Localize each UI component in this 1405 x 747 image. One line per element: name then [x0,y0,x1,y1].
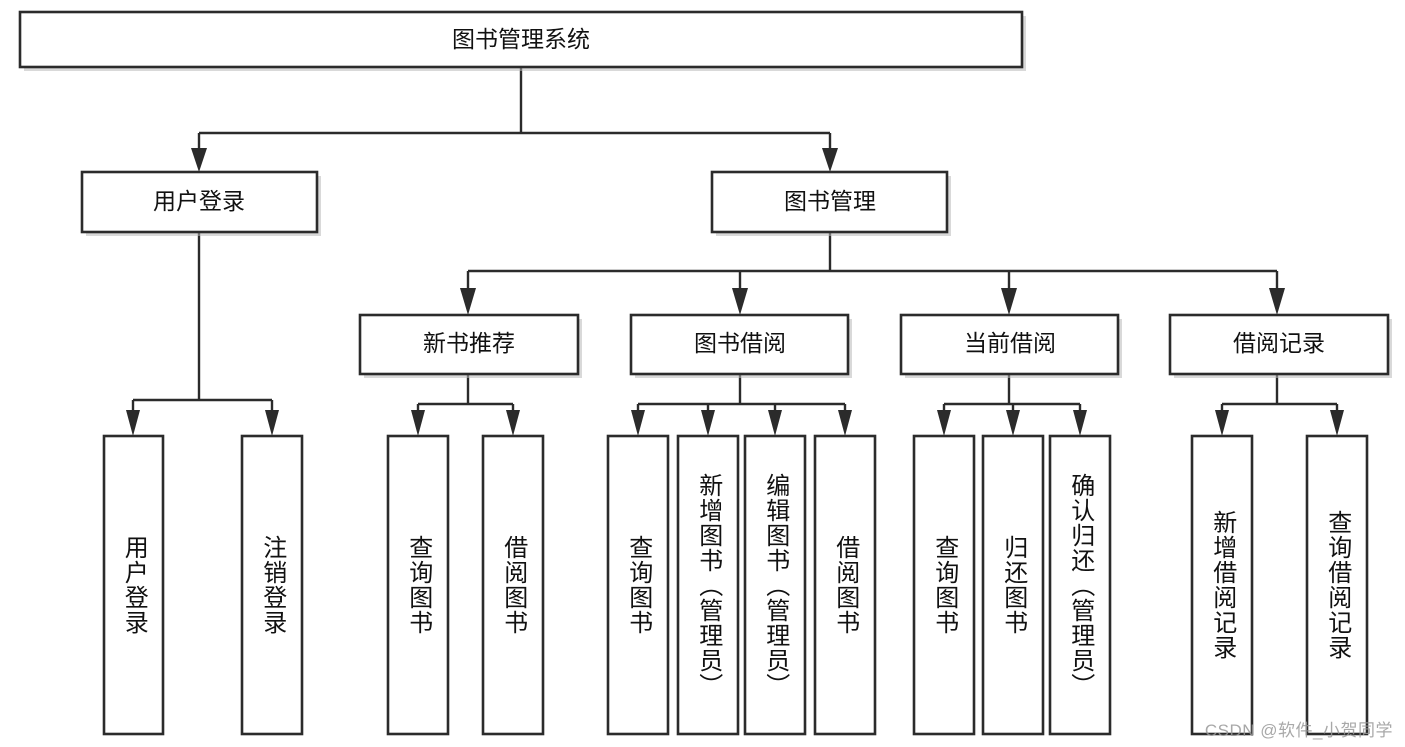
arrow-head-leaf-confirm-return [1073,410,1087,436]
arrow-head-leaf-query-record [1330,410,1344,436]
node-current-borrow-box[interactable] [899,313,1120,376]
node-root-label: 图书管理系统 [452,26,590,52]
leaf-box-query-record[interactable] [1305,434,1369,736]
node-user-login-box[interactable] [80,170,319,234]
arrow-head-leaf-logout [265,410,279,436]
node-book-borrow-box[interactable] [629,313,850,376]
node-current-borrow[interactable]: 当前借阅 [899,313,1120,376]
node-borrow-record-label: 借阅记录 [1233,330,1325,356]
node-book-management[interactable]: 图书管理 [710,170,949,234]
leaf-box-edit-book[interactable] [743,434,807,736]
leaf-box-layer[interactable] [102,434,1369,736]
leaf-box-add-record[interactable] [1190,434,1254,736]
arrow-head-leaf-user-login [126,410,140,436]
node-user-login[interactable]: 用户登录 [80,170,319,234]
arrow-head-leaf-borrow-book-1 [506,410,520,436]
leaf-box-confirm-return[interactable] [1048,434,1112,736]
node-root[interactable]: 图书管理系统 [18,10,1024,69]
node-book-management-box[interactable] [710,170,949,234]
leaf-box-user-login[interactable] [102,434,165,736]
arrow-head-leaf-add-record [1215,410,1229,436]
leaf-box-add-book[interactable] [676,434,740,736]
connector-layer [126,67,1344,436]
node-book-borrow-label: 图书借阅 [694,330,786,356]
leaf-box-return-book[interactable] [981,434,1045,736]
leaf-box-borrow-book-1[interactable] [481,434,545,736]
arrow-head-leaf-return-book [1006,410,1020,436]
arrow-head-borrow-record [1269,288,1285,315]
leaf-box-logout[interactable] [240,434,304,736]
node-book-management-label: 图书管理 [784,188,876,214]
node-user-login-label: 用户登录 [153,188,245,214]
arrow-head-leaf-query-book-2 [631,410,645,436]
leaf-box-query-book-3[interactable] [912,434,976,736]
node-new-book-recommend-label: 新书推荐 [423,330,515,356]
node-new-book-recommend[interactable]: 新书推荐 [358,313,580,376]
node-borrow-record-box[interactable] [1168,313,1390,376]
arrow-head-new-book-recommend [460,288,476,315]
node-current-borrow-label: 当前借阅 [964,330,1056,356]
node-new-book-recommend-box[interactable] [358,313,580,376]
arrow-head-leaf-add-book [701,410,715,436]
arrow-head-leaf-borrow-book-2 [838,410,852,436]
arrow-head-leaf-edit-book [768,410,782,436]
node-root-box[interactable] [18,10,1024,69]
arrow-head-leaf-query-book-3 [937,410,951,436]
leaf-box-query-book-1[interactable] [386,434,450,736]
arrow-head-current-borrow [1001,288,1017,315]
arrow-head-leaf-query-book-1 [411,410,425,436]
node-book-borrow[interactable]: 图书借阅 [629,313,850,376]
arrow-head-book-borrow [732,288,748,315]
leaf-box-query-book-2[interactable] [606,434,670,736]
node-borrow-record[interactable]: 借阅记录 [1168,313,1390,376]
leaf-box-borrow-book-2[interactable] [813,434,877,736]
arrow-head-book-management [822,148,838,172]
arrow-head-user-login [191,148,207,172]
